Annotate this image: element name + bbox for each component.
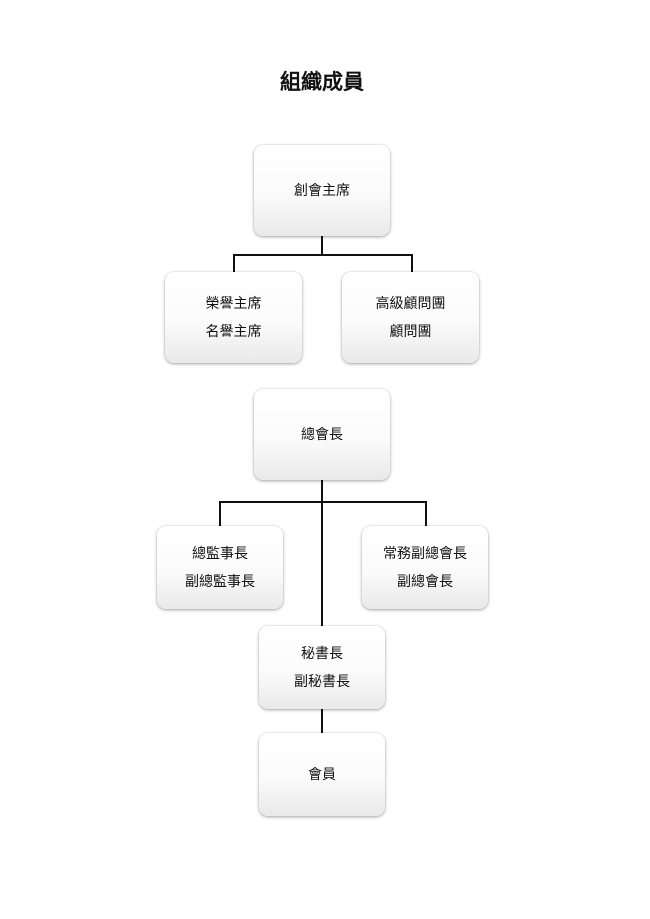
node-label: 副秘書長 [294,673,350,690]
node-label: 副總監事長 [185,573,255,590]
node-label: 顧問團 [389,323,432,340]
node-label: 總會長 [301,426,343,443]
node-president: 總會長 [254,389,390,480]
node-label: 高級顧問團 [375,295,446,312]
node-label: 副總會長 [397,573,453,590]
node-label: 總監事長 [192,545,248,562]
node-label: 常務副總會長 [383,545,467,562]
node-label: 創會主席 [294,182,350,199]
connector-line [425,501,427,526]
node-members: 會員 [259,733,385,816]
connector-line [321,709,323,733]
node-label: 秘書長 [301,645,343,662]
connector-line [411,254,413,272]
connector-line [233,254,413,256]
node-founder: 創會主席 [254,145,390,236]
node-label: 名譽主席 [205,323,262,340]
node-vice-presidents: 常務副總會長 副總會長 [362,526,488,609]
connector-line [219,501,221,526]
connector-line [219,501,427,503]
connector-line [321,480,323,626]
node-secretary: 秘書長 副秘書長 [259,626,385,709]
node-label: 會員 [308,766,336,783]
node-label: 榮譽主席 [205,295,262,312]
connector-line [321,236,323,255]
node-advisors: 高級顧問團 顧問團 [342,272,479,363]
page-title: 組織成員 [280,70,364,94]
connector-line [233,254,235,272]
node-honorary-chair: 榮譽主席 名譽主席 [165,272,302,363]
node-supervisors: 總監事長 副總監事長 [157,526,283,609]
